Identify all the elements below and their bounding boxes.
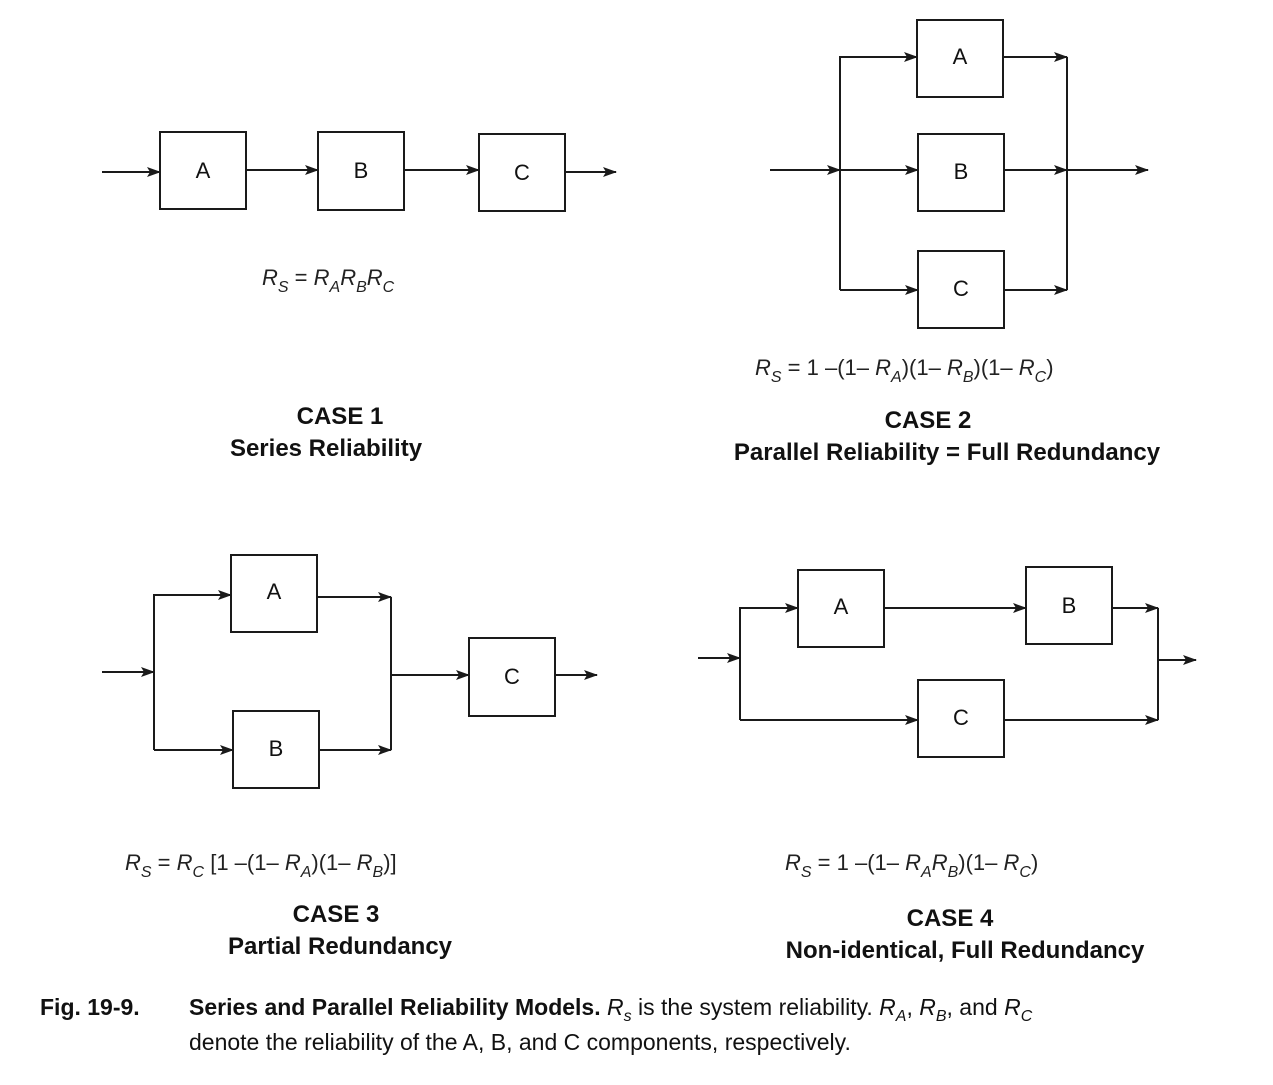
- case2-block-c: [917, 250, 1005, 329]
- caption-line1-rest: is the system reliability.: [632, 994, 873, 1020]
- case2-block-b-label: B: [954, 159, 969, 184]
- case2-block-b: [917, 133, 1005, 212]
- case3-input-bus: [153, 590, 232, 750]
- caption-line-2: denote the reliability of the A, B, and …: [189, 1029, 851, 1055]
- case1-equation: RS = RARBRC: [262, 265, 395, 296]
- case3-diagram: A B C RS = RC [1 –(1– RA)(1– RB)] CASE 3…: [102, 554, 598, 960]
- case3-block-c-label: C: [504, 664, 520, 689]
- case1-block-b: [317, 131, 405, 211]
- case4-subtitle: Non-identical, Full Redundancy: [786, 937, 1145, 964]
- case2-diagram: A B C RS = 1 –(1– RA)(1– RB)(1– RC) CASE…: [734, 19, 1161, 466]
- case4-block-a-label: A: [834, 594, 849, 619]
- figure-caption: Fig. 19-9. Series and Parallel Reliabili…: [40, 994, 1033, 1055]
- case4-equation: RS = 1 –(1– RARB)(1– RC): [785, 850, 1038, 881]
- case3-block-c: [468, 637, 556, 717]
- case4-block-c: [917, 679, 1005, 758]
- caption-bold-text: Series and Parallel Reliability Models.: [189, 994, 601, 1020]
- case2-subtitle: Parallel Reliability = Full Redundancy: [734, 439, 1161, 466]
- case3-equation: RS = RC [1 –(1– RA)(1– RB)]: [125, 850, 397, 881]
- case2-block-a: [916, 19, 1004, 98]
- case4-input-bus: [739, 603, 799, 720]
- case1-title: CASE 1: [297, 403, 384, 430]
- case1-block-a-label: A: [196, 158, 211, 183]
- case1-block-c: [478, 133, 566, 212]
- case3-title: CASE 3: [293, 901, 380, 928]
- caption-line-1: Series and Parallel Reliability Models. …: [189, 994, 1033, 1025]
- case3-block-b-label: B: [269, 736, 284, 761]
- case3-block-a-label: A: [267, 579, 282, 604]
- case1-diagram: A B C RS = RARBRC CASE 1 Series Reliabil…: [102, 131, 617, 462]
- case1-subtitle: Series Reliability: [230, 435, 423, 462]
- case4-block-b-label: B: [1062, 593, 1077, 618]
- case1-block-b-label: B: [354, 158, 369, 183]
- case2-block-a-label: A: [953, 44, 968, 69]
- case3-block-b: [232, 710, 320, 789]
- case4-title: CASE 4: [907, 905, 994, 932]
- case2-block-c-label: C: [953, 276, 969, 301]
- case2-input-bus: [839, 52, 918, 290]
- case1-block-c-label: C: [514, 160, 530, 185]
- case2-equation: RS = 1 –(1– RA)(1– RB)(1– RC): [755, 355, 1054, 386]
- case4-diagram: A B C RS = 1 –(1– RARB)(1– RC) CASE 4 No…: [698, 566, 1197, 964]
- case4-block-a: [797, 569, 885, 648]
- case2-title: CASE 2: [885, 407, 972, 434]
- case4-block-c-label: C: [953, 705, 969, 730]
- case4-block-b: [1025, 566, 1113, 645]
- case3-subtitle: Partial Redundancy: [228, 933, 453, 960]
- case3-block-a: [230, 554, 318, 633]
- caption-label: Fig. 19-9.: [40, 994, 140, 1020]
